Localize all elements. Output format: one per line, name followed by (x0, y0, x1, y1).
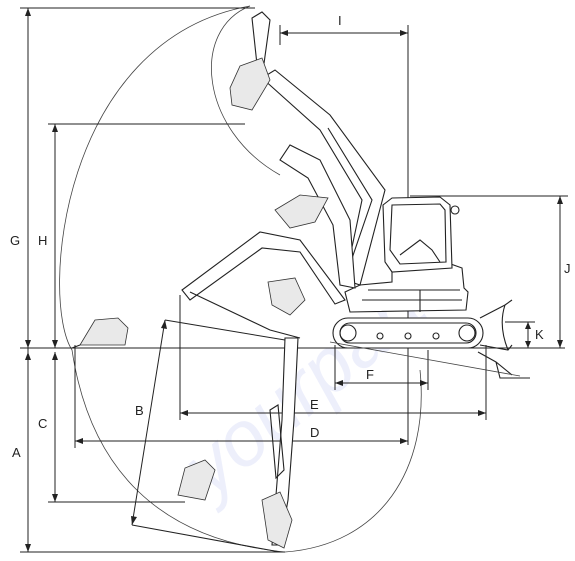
label-g: G (10, 233, 20, 248)
bucket-ground-left (79, 317, 129, 346)
label-k: K (535, 327, 544, 342)
label-h: H (38, 233, 47, 248)
label-d: D (310, 425, 319, 440)
dozer-blade (479, 299, 513, 351)
dimension-k: K (505, 321, 544, 348)
dimension-b: B (131, 319, 286, 553)
working-range-arc (59, 5, 422, 553)
boom-mid (279, 144, 356, 289)
dimension-c: C (38, 352, 185, 503)
dimension-j: J (410, 195, 571, 348)
bucket-horizontal (267, 277, 306, 316)
label-i: I (338, 13, 342, 28)
cab (382, 196, 453, 273)
label-c: C (38, 416, 47, 431)
upper-reach-arc (211, 5, 281, 176)
label-f: F (366, 367, 374, 382)
dimension-a: A (12, 348, 285, 553)
bucket-down (261, 491, 293, 549)
excavator (71, 11, 530, 549)
bucket-mid (274, 194, 329, 229)
label-j: J (564, 261, 571, 276)
label-b: B (135, 403, 144, 418)
dimension-d: D (74, 345, 408, 448)
label-a: A (12, 445, 21, 460)
bucket-raised (229, 57, 271, 111)
arm-horizontal (181, 231, 346, 305)
bucket-deep-left (177, 459, 216, 501)
dimension-g: G (10, 7, 255, 348)
label-e: E (310, 397, 319, 412)
dimension-e: E (179, 295, 487, 420)
dimension-h: H (38, 123, 245, 348)
dimension-f: F (334, 345, 429, 390)
